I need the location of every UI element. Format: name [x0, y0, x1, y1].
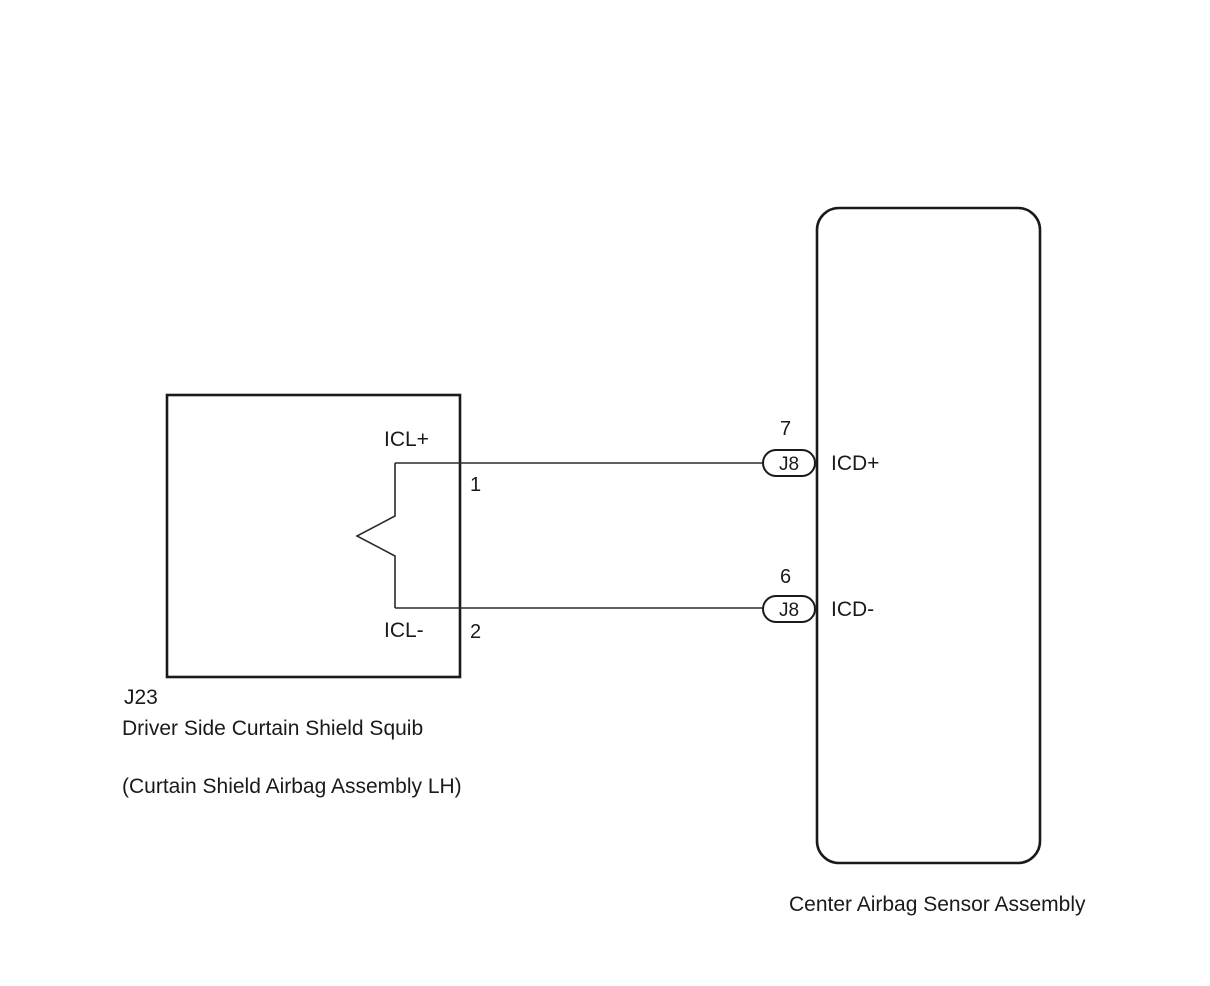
sensor-name: Center Airbag Sensor Assembly [789, 893, 1086, 916]
squib-assembly: (Curtain Shield Airbag Assembly LH) [122, 775, 462, 798]
sensor-terminal-neg-label: ICD- [831, 598, 874, 621]
sensor-box [815, 206, 1042, 865]
squib-terminal-neg-label: ICL- [384, 619, 424, 642]
connector-pos [762, 449, 816, 477]
squib-element-symbol [355, 463, 396, 608]
sensor-pin-neg: 6 [780, 566, 791, 588]
squib-pin-pos: 1 [470, 474, 481, 496]
connector-pos-label: J8 [779, 454, 799, 475]
connector-neg [762, 595, 816, 623]
sensor-terminal-pos-label: ICD+ [831, 452, 879, 475]
squib-name: Driver Side Curtain Shield Squib [122, 717, 423, 740]
squib-pin-neg: 2 [470, 621, 481, 643]
squib-code: J23 [124, 686, 158, 709]
sensor-pin-pos: 7 [780, 418, 791, 440]
squib-box [165, 393, 462, 679]
connector-neg-label: J8 [779, 600, 799, 621]
squib-terminal-pos-label: ICL+ [384, 428, 429, 451]
